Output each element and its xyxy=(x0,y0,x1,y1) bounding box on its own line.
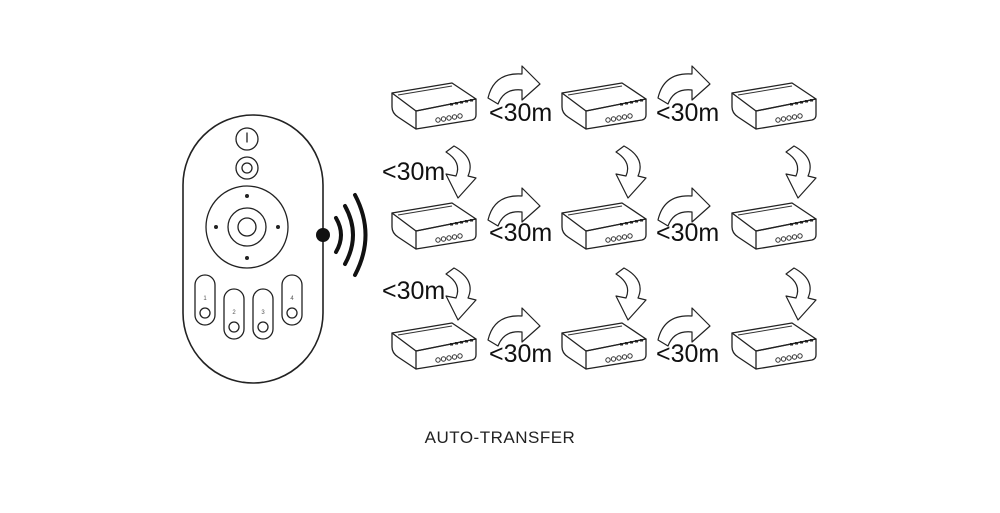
diagram-caption: AUTO-TRANSFER xyxy=(424,428,576,447)
zone-button-4: 4 xyxy=(281,274,303,326)
distance-label: <30m xyxy=(382,277,446,305)
remote-control: 1 2 3 4 xyxy=(182,114,324,384)
receiver-box-icon xyxy=(391,202,477,250)
distance-label: <30m xyxy=(489,340,553,368)
dpad-icon xyxy=(205,185,289,269)
zone-button-label: 2 xyxy=(232,310,236,316)
zone-button-label: 4 xyxy=(290,296,294,302)
power-button-icon xyxy=(235,127,259,151)
zone-button-label: 1 xyxy=(203,296,207,302)
zone-button-1: 1 xyxy=(194,274,216,326)
receiver-box-icon xyxy=(731,202,817,250)
receiver-box-icon xyxy=(561,322,647,370)
distance-label: <30m xyxy=(656,219,720,247)
curved-arrow-icon xyxy=(445,267,477,321)
distance-label: <30m xyxy=(656,340,720,368)
zone-button-label: 3 xyxy=(261,310,265,316)
receiver-box-icon xyxy=(731,82,817,130)
receiver-grid xyxy=(391,82,817,370)
receiver-box-icon xyxy=(561,82,647,130)
receiver-box-icon xyxy=(391,322,477,370)
curved-arrow-icon xyxy=(445,145,477,199)
curved-arrow-icon xyxy=(615,267,647,321)
receiver-box-icon xyxy=(391,82,477,130)
distance-label: <30m xyxy=(489,219,553,247)
zone-button-2: 2 xyxy=(223,288,245,340)
distance-label: <30m xyxy=(656,99,720,127)
curved-arrow-icon xyxy=(615,145,647,199)
curved-arrow-icon xyxy=(785,145,817,199)
receiver-box-icon xyxy=(561,202,647,250)
receiver-box-icon xyxy=(731,322,817,370)
curved-arrow-icon xyxy=(785,267,817,321)
zone-button-3: 3 xyxy=(252,288,274,340)
distance-label: <30m xyxy=(382,158,446,186)
wireless-signal-icon xyxy=(316,193,368,277)
mode-button-icon xyxy=(235,156,259,180)
distance-label: <30m xyxy=(489,99,553,127)
